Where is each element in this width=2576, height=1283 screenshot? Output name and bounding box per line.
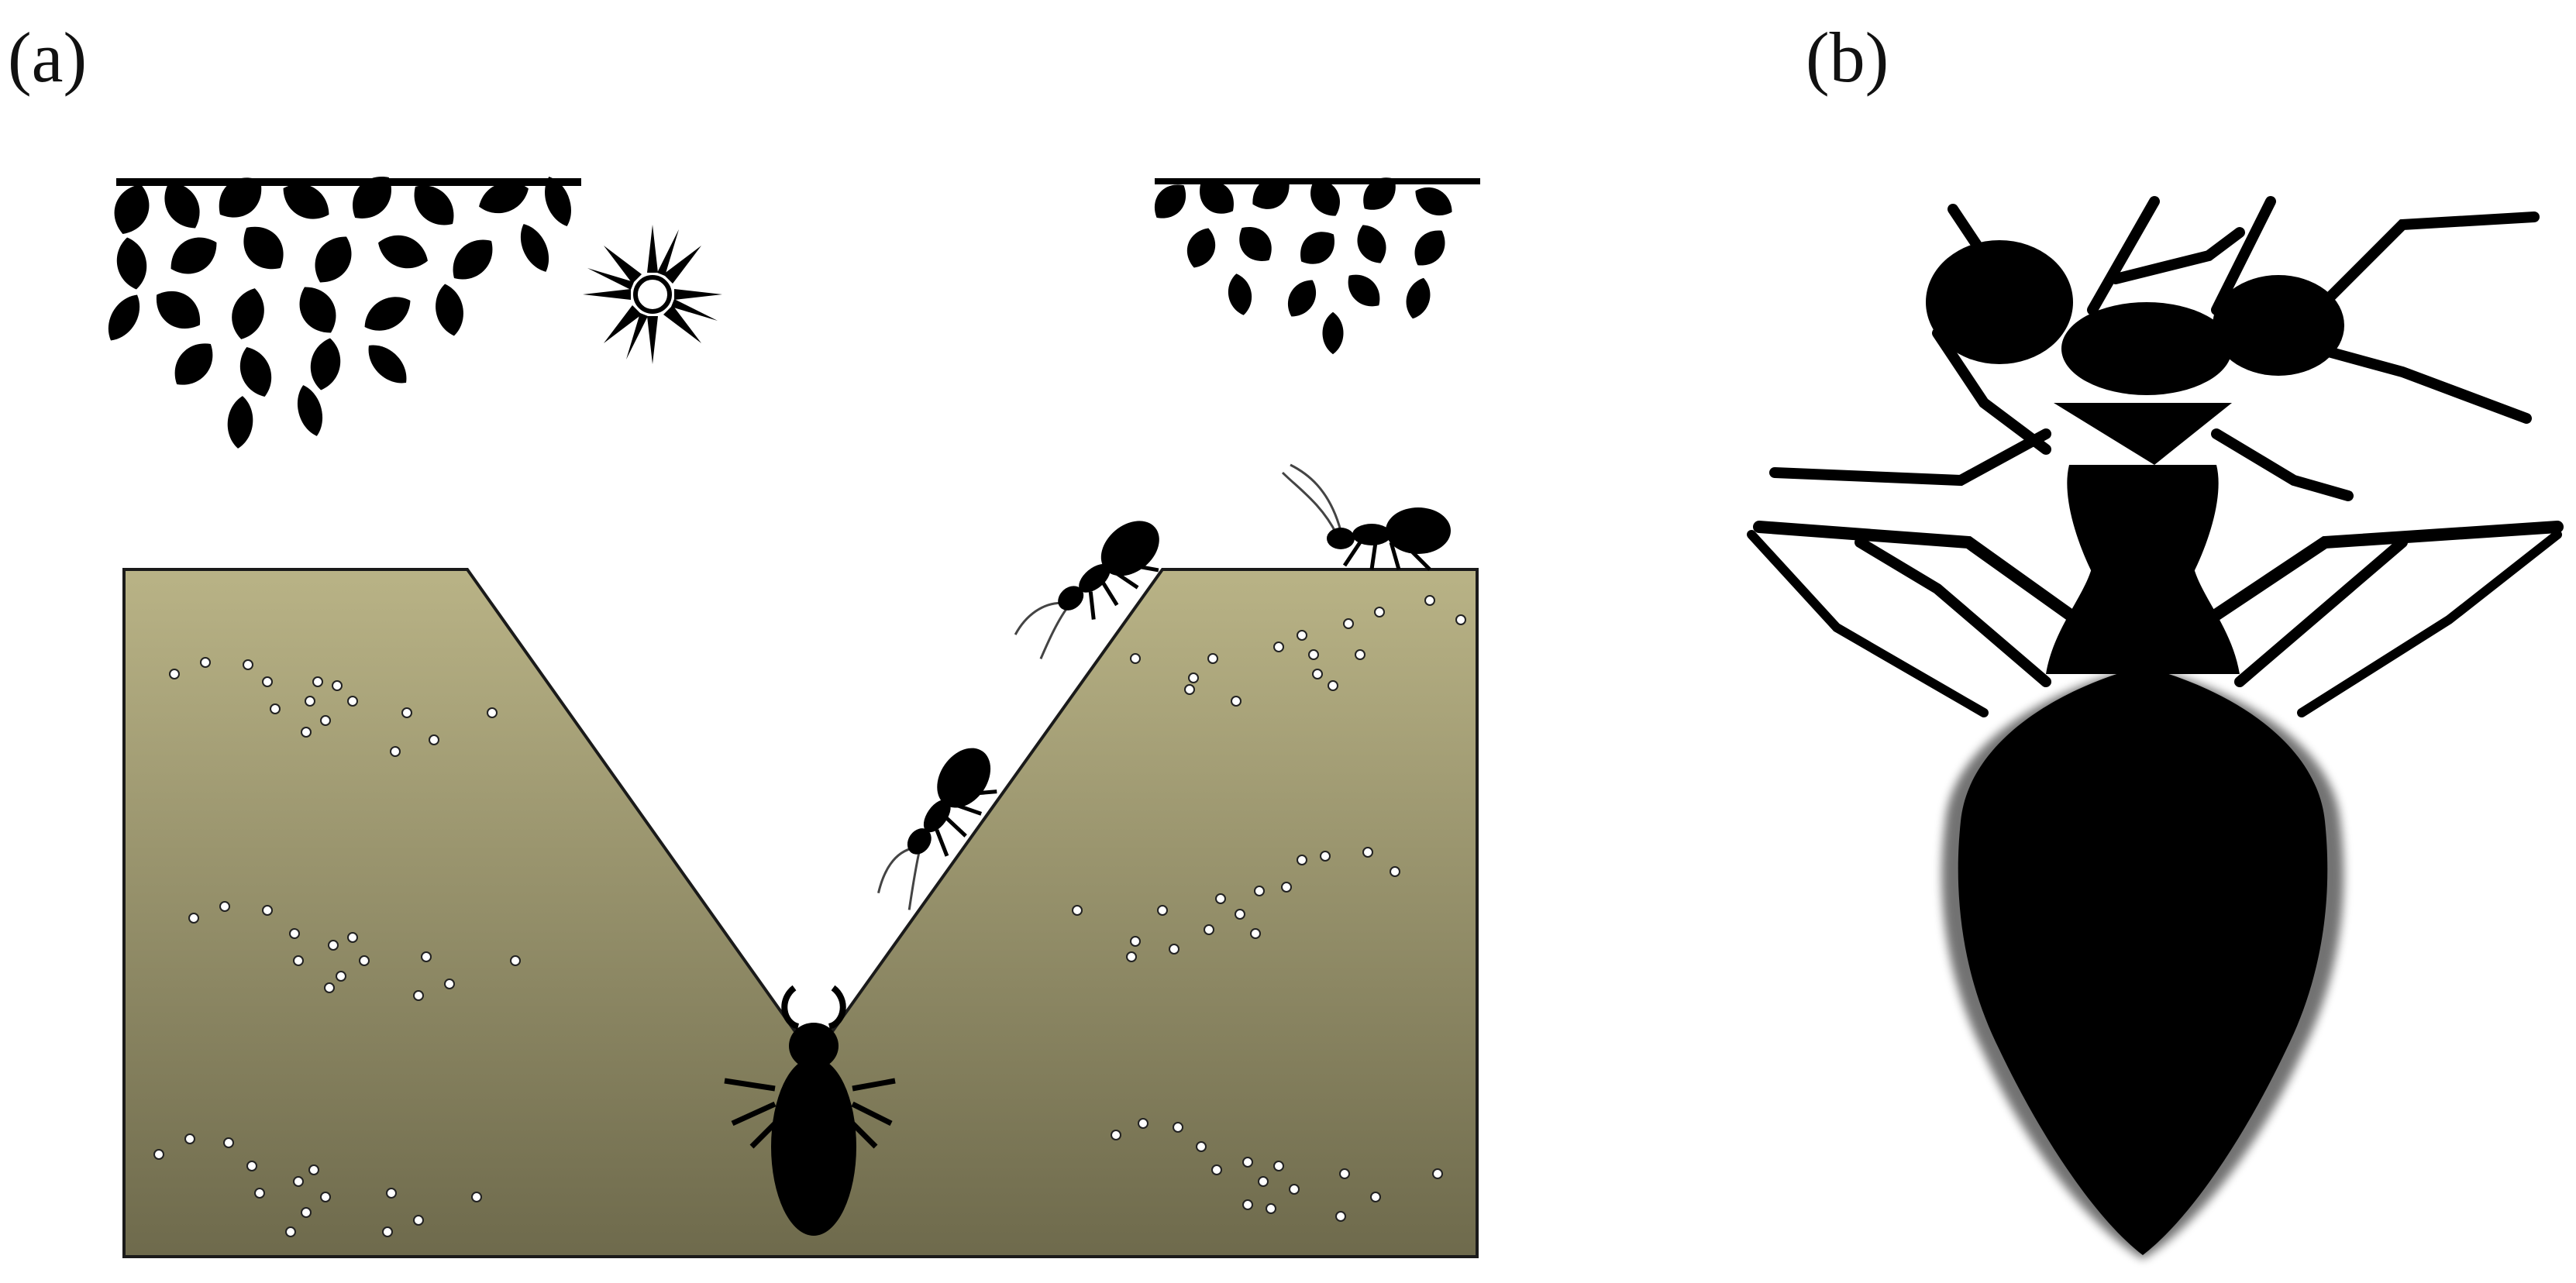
panel-label-b: (b) (1806, 18, 1889, 97)
panel-label-a: (a) (8, 18, 88, 97)
leaf-cluster-icon-right (1146, 169, 1480, 355)
antlion-larva-icon (724, 985, 896, 1236)
ant-icon-slope-upper (1014, 521, 1159, 659)
sun-icon (583, 225, 722, 364)
assassin-bug-icon (1747, 196, 2564, 1259)
soil-pit (122, 568, 1479, 1258)
panel-a-diagram (99, 167, 1480, 1258)
ant-icon-slope-lower (877, 748, 997, 910)
sand-grains (153, 595, 1466, 1237)
ant-icon-top-right (1281, 463, 1451, 571)
leaf-cluster-icon-left (99, 167, 581, 450)
captured-ant-icon (1769, 196, 2540, 501)
